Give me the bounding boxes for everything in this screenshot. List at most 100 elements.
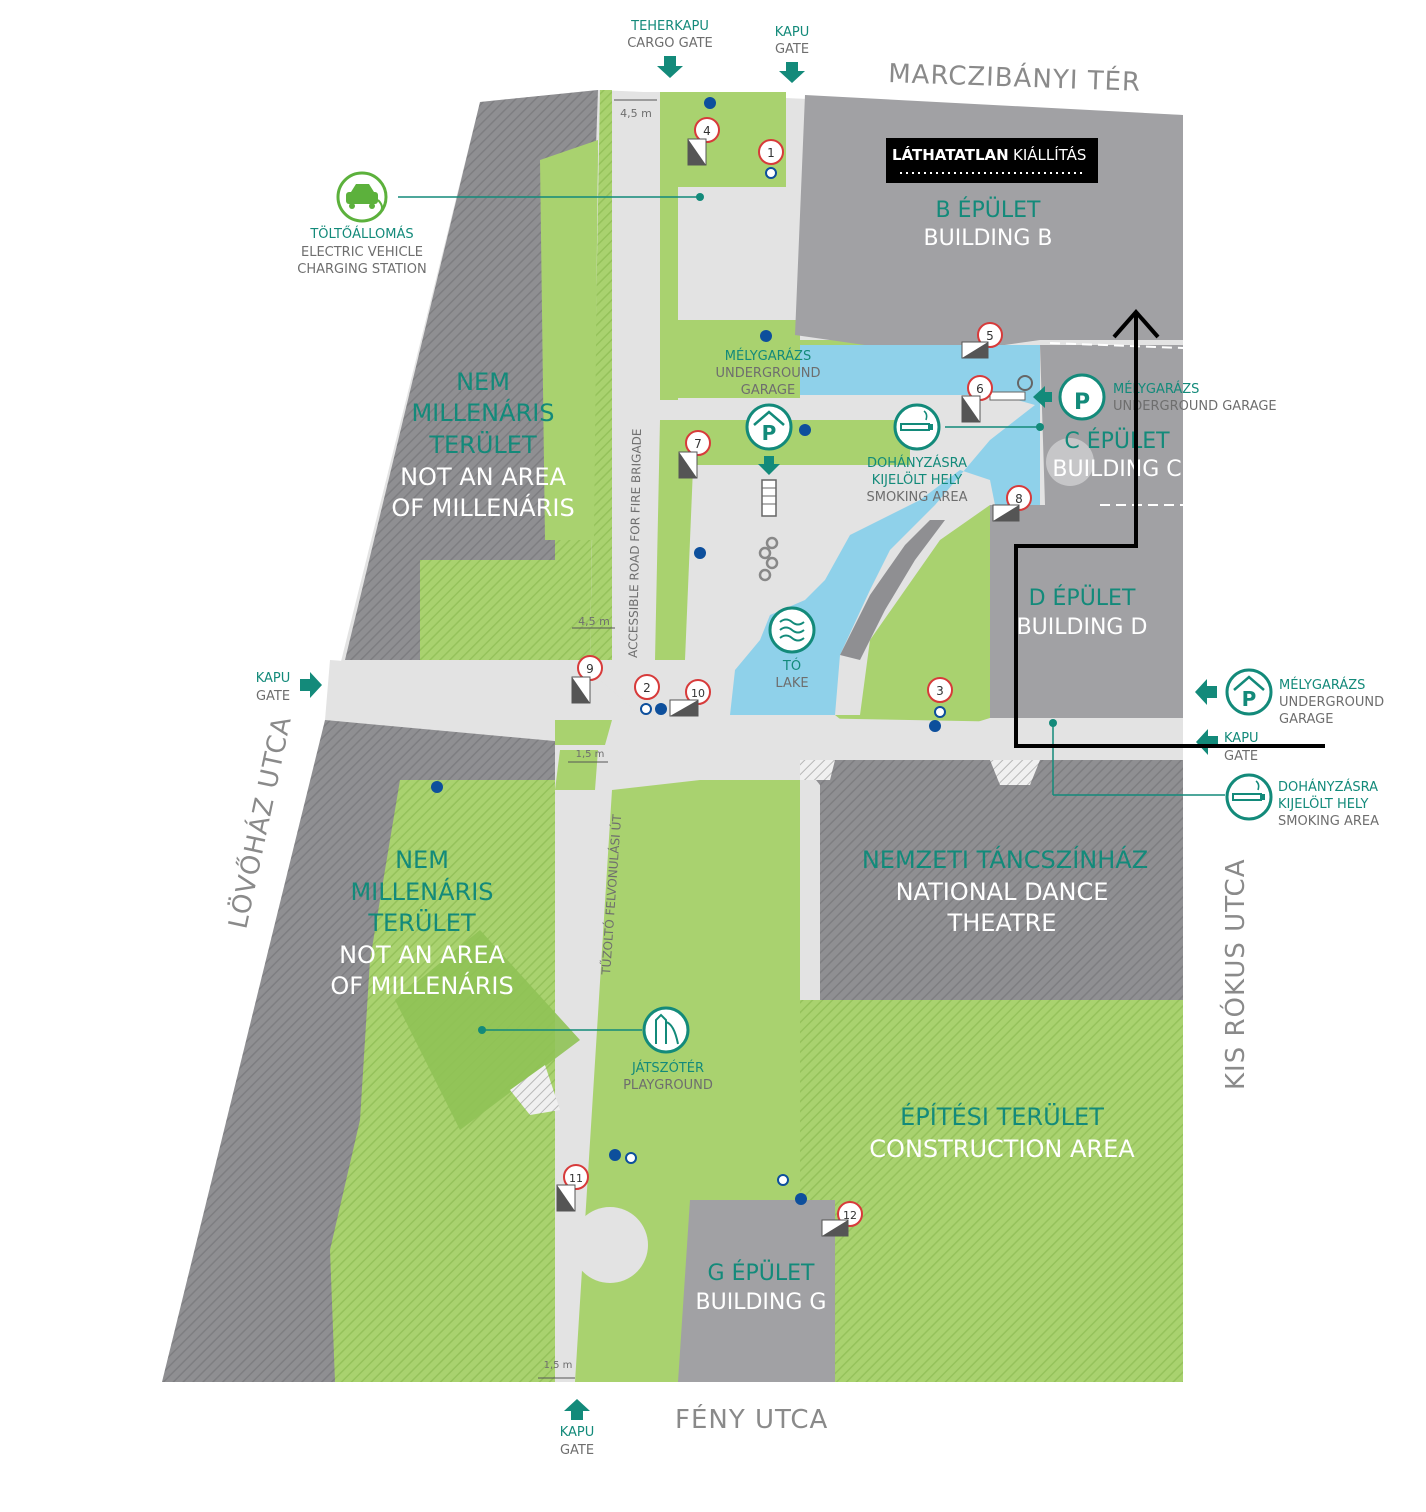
- svg-text:PLAYGROUND: PLAYGROUND: [623, 1078, 713, 1093]
- marker-3[interactable]: 3: [927, 677, 953, 703]
- svg-text:3: 3: [936, 684, 944, 698]
- width-mark-top: 4,5 m: [614, 99, 657, 120]
- marker-1[interactable]: 1: [758, 139, 784, 165]
- svg-text:6: 6: [976, 382, 984, 396]
- svg-text:ELECTRIC VEHICLE: ELECTRIC VEHICLE: [301, 245, 423, 260]
- cargo-gate-en: CARGO GATE: [627, 36, 713, 51]
- marker-8[interactable]: 8: [1006, 485, 1032, 511]
- east-gate[interactable]: KAPU GATE: [1196, 729, 1259, 764]
- width-mark-bottom: 1,5 m: [538, 1360, 575, 1379]
- west-gate[interactable]: KAPU GATE: [256, 671, 322, 704]
- smoking-area-east[interactable]: DOHÁNYZÁSRA KIJELÖLT HELY SMOKING AREA: [1049, 719, 1379, 829]
- svg-text:NEMZETI TÁNCSZÍNHÁZ: NEMZETI TÁNCSZÍNHÁZ: [862, 845, 1148, 874]
- playground-poi[interactable]: JÁTSZÓTÉR PLAYGROUND: [478, 1006, 713, 1093]
- parking-icon: P: [1074, 390, 1090, 415]
- underground-garage-east[interactable]: P MÉLYGARÁZS UNDERGROUND GARAGE: [1195, 668, 1384, 727]
- arrow-icon: [300, 672, 322, 698]
- svg-text:GARAGE: GARAGE: [1279, 712, 1333, 727]
- national-dance-theatre: [800, 760, 1183, 1000]
- building-d-en: BUILDING D: [1017, 615, 1148, 640]
- marker-9[interactable]: 9: [577, 655, 603, 681]
- not-millenaris-area-south: [162, 720, 580, 1382]
- arrow-icon: [1195, 679, 1217, 705]
- svg-text:SMOKING AREA: SMOKING AREA: [866, 490, 967, 505]
- svg-text:1,5 m: 1,5 m: [576, 749, 605, 760]
- building-d-hu: D ÉPÜLET: [1029, 585, 1136, 611]
- marker-4[interactable]: 4: [694, 117, 720, 143]
- lake-grass: [835, 505, 990, 735]
- svg-text:MILLENÁRIS: MILLENÁRIS: [411, 398, 554, 427]
- smoking-area-center[interactable]: DOHÁNYZÁSRA KIJELÖLT HELY SMOKING AREA: [866, 403, 1044, 505]
- svg-text:DOHÁNYZÁSRA: DOHÁNYZÁSRA: [867, 455, 967, 471]
- width-mark-middle: 4,5 m: [572, 615, 615, 629]
- south-gate[interactable]: KAPU GATE: [560, 1399, 595, 1458]
- svg-text:4,5 m: 4,5 m: [620, 107, 652, 120]
- invisible-exhibition-sign[interactable]: LÁTHATATLAN KIÁLLÍTÁS: [886, 138, 1098, 183]
- west-gate-hu: KAPU: [256, 671, 291, 686]
- parking-icon: P: [762, 421, 777, 445]
- parking-icon: P: [1242, 687, 1257, 711]
- cross-road: [325, 660, 1183, 780]
- svg-text:TERÜLET: TERÜLET: [367, 908, 476, 937]
- svg-text:GARAGE: GARAGE: [741, 383, 795, 398]
- svg-text:MILLENÁRIS: MILLENÁRIS: [350, 877, 493, 906]
- route-path: [1014, 308, 1325, 748]
- svg-text:NATIONAL DANCE: NATIONAL DANCE: [896, 878, 1109, 906]
- north-gate[interactable]: KAPU GATE: [775, 25, 810, 83]
- svg-text:TÖLTŐÁLLOMÁS: TÖLTŐÁLLOMÁS: [309, 225, 413, 242]
- svg-text:4: 4: [703, 124, 711, 138]
- svg-text:DOHÁNYZÁSRA: DOHÁNYZÁSRA: [1278, 779, 1378, 795]
- building-g-hu: G ÉPÜLET: [708, 1260, 815, 1286]
- fire-road-label-en: ACCESSIBLE ROAD FOR FIRE BRIGADE: [626, 428, 644, 658]
- round-plaza: [572, 1207, 648, 1283]
- svg-text:TÓ: TÓ: [782, 658, 801, 674]
- south-gate-hu: KAPU: [560, 1425, 595, 1440]
- building-g: [678, 1200, 835, 1382]
- construction-area: [800, 1000, 1183, 1382]
- west-gate-en: GATE: [256, 689, 290, 704]
- cargo-gate[interactable]: TEHERKAPU CARGO GATE: [627, 19, 713, 78]
- svg-text:2: 2: [643, 681, 651, 695]
- building-b-en: BUILDING B: [924, 226, 1053, 251]
- exhibit-title-b: KIÁLLÍTÁS: [1013, 145, 1086, 164]
- dance-theatre-label: NEMZETI TÁNCSZÍNHÁZ NATIONAL DANCE THEAT…: [862, 845, 1148, 937]
- svg-text:NOT AN AREA: NOT AN AREA: [400, 463, 566, 491]
- cigarette-icon: [1232, 780, 1265, 801]
- svg-text:MÉLYGARÁZS: MÉLYGARÁZS: [725, 348, 811, 364]
- slide-icon: [655, 1013, 679, 1045]
- svg-text:THEATRE: THEATRE: [947, 909, 1057, 937]
- underground-garage-center[interactable]: MÉLYGARÁZS UNDERGROUND GARAGE P: [715, 348, 821, 517]
- charging-station-poi[interactable]: TÖLTŐÁLLOMÁS ELECTRIC VEHICLE CHARGING S…: [297, 171, 704, 277]
- svg-text:4,5 m: 4,5 m: [578, 615, 610, 628]
- not-millenaris-label-north: NEM MILLENÁRIS TERÜLET NOT AN AREA OF MI…: [391, 368, 574, 522]
- lake-poi[interactable]: TÓ LAKE: [768, 606, 816, 691]
- construction-area-label: ÉPÍTÉSI TERÜLET CONSTRUCTION AREA: [869, 1102, 1135, 1163]
- building-c-en: BUILDING C: [1052, 457, 1181, 482]
- svg-text:LAKE: LAKE: [775, 676, 808, 691]
- street-north: MARCZIBÁNYI TÉR: [888, 57, 1142, 98]
- not-millenaris-label-south: NEM MILLENÁRIS TERÜLET NOT AN AREA OF MI…: [330, 846, 513, 1000]
- marker-7[interactable]: 7: [685, 430, 711, 456]
- svg-text:11: 11: [569, 1172, 583, 1185]
- svg-text:NEM: NEM: [456, 368, 510, 396]
- svg-text:OF MILLENÁRIS: OF MILLENÁRIS: [330, 971, 513, 1000]
- fountain-circles: [758, 536, 779, 582]
- svg-text:CONSTRUCTION AREA: CONSTRUCTION AREA: [869, 1135, 1135, 1163]
- svg-text:SMOKING AREA: SMOKING AREA: [1278, 814, 1379, 829]
- east-gate-en: GATE: [1224, 749, 1258, 764]
- blue-dots: [431, 97, 946, 1205]
- marker-5[interactable]: 5: [977, 322, 1003, 348]
- arrow-icon: [564, 1399, 590, 1420]
- svg-text:5: 5: [986, 329, 994, 343]
- building-c-hu: C ÉPÜLET: [1064, 428, 1170, 454]
- arrow-icon: [758, 456, 780, 475]
- svg-text:ÉPÍTÉSI TERÜLET: ÉPÍTÉSI TERÜLET: [900, 1102, 1104, 1131]
- svg-text:1: 1: [767, 146, 775, 160]
- building-c-boundary: [1049, 342, 1184, 506]
- svg-text:TERÜLET: TERÜLET: [428, 430, 537, 459]
- building-b: [795, 95, 1183, 355]
- marker-11[interactable]: 11: [563, 1164, 589, 1190]
- building-b-hu: B ÉPÜLET: [936, 197, 1042, 223]
- car-plug-icon: [346, 184, 383, 215]
- marker-2[interactable]: 2: [634, 674, 660, 700]
